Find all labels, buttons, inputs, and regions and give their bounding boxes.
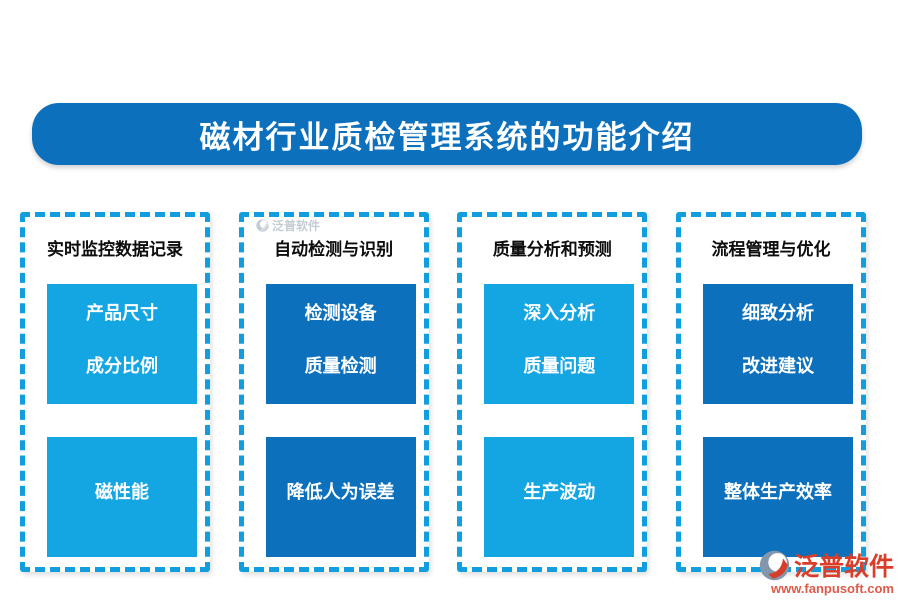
brand-name: 泛普软件 — [793, 553, 894, 581]
brand-logo-row: 泛普软件 — [759, 547, 894, 583]
box-label: 整体生产效率 — [723, 482, 832, 502]
feature-box: 降低人为误差 — [265, 437, 416, 557]
feature-box: 整体生产效率 — [702, 437, 853, 557]
column-header: 实时监控数据记录 — [47, 240, 183, 259]
column-quality-analysis: 质量分析和预测 深入分析 质量问题 生产波动 — [457, 212, 648, 572]
box-label: 细致分析 — [741, 303, 814, 323]
feature-box: 细致分析 改进建议 — [702, 284, 853, 404]
feature-columns: 实时监控数据记录 产品尺寸 成分比例 磁性能 自动检测与识别 检测设备 质量检测… — [20, 212, 866, 572]
brand-url: www.fanpusoft.com — [770, 581, 894, 596]
fanpu-circle-swoosh-icon — [759, 550, 790, 580]
column-process-management: 流程管理与优化 细致分析 改进建议 整体生产效率 — [675, 212, 866, 572]
brand-logo: 泛普软件 www.fanpusoft.com — [759, 547, 894, 596]
feature-box: 检测设备 质量检测 — [265, 284, 416, 404]
page-title: 磁材行业质检管理系统的功能介绍 — [199, 119, 695, 155]
feature-box: 磁性能 — [47, 437, 197, 557]
box-label: 深入分析 — [523, 303, 596, 323]
box-label: 生产波动 — [523, 482, 596, 502]
box-label: 质量问题 — [523, 356, 596, 376]
box-label: 磁性能 — [95, 482, 149, 502]
watermark: 泛普软件 — [256, 217, 320, 234]
column-header: 流程管理与优化 — [711, 240, 831, 259]
feature-box: 深入分析 质量问题 — [484, 284, 635, 404]
box-label: 降低人为误差 — [286, 482, 395, 502]
column-header: 质量分析和预测 — [492, 240, 612, 259]
feature-box: 生产波动 — [484, 437, 635, 557]
box-label: 质量检测 — [304, 356, 377, 376]
feature-box: 产品尺寸 成分比例 — [47, 284, 197, 404]
column-realtime-monitoring: 实时监控数据记录 产品尺寸 成分比例 磁性能 — [20, 212, 210, 572]
watermark-text: 泛普软件 — [272, 219, 321, 233]
box-label: 改进建议 — [741, 356, 814, 376]
column-auto-detection: 自动检测与识别 检测设备 质量检测 降低人为误差 — [238, 212, 429, 572]
title-banner: 磁材行业质检管理系统的功能介绍 — [32, 103, 862, 165]
box-label: 检测设备 — [304, 303, 377, 323]
column-header: 自动检测与识别 — [274, 240, 394, 259]
fanpu-circle-swoosh-icon — [256, 219, 269, 232]
box-label: 成分比例 — [86, 356, 158, 376]
box-label: 产品尺寸 — [86, 303, 158, 323]
